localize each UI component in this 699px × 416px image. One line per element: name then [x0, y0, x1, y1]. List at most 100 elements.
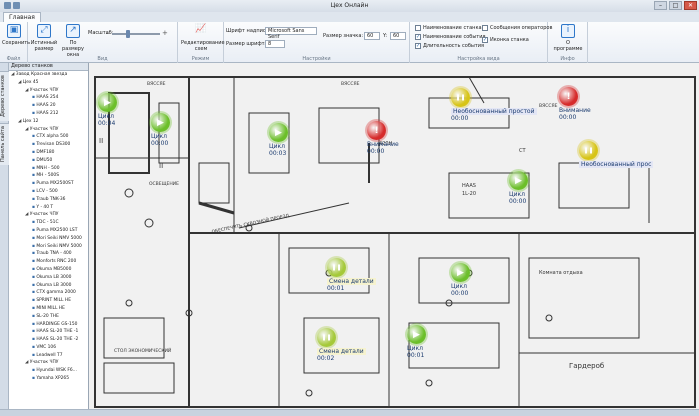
cycle-status-icon[interactable]: ▶ — [509, 171, 528, 190]
expand-arrow-icon: ◢ — [18, 79, 23, 85]
alarm-status-icon[interactable]: ! — [559, 87, 578, 106]
tree-machine-node[interactable]: ▪ MINI MILL HE — [9, 305, 88, 313]
scale-slider-thumb[interactable] — [126, 30, 130, 38]
checkbox-box[interactable] — [482, 25, 488, 31]
tree-machine-node[interactable]: ▪ Okuma LB 3000 — [9, 282, 88, 290]
checkbox-event-duration[interactable]: ✓Длительность события — [415, 43, 484, 49]
machine-icon: ▪ — [32, 266, 37, 272]
cycle-status-icon[interactable]: ▶ — [151, 113, 170, 132]
tree-machine-node[interactable]: ▪ Traub TNA - 400 — [9, 250, 88, 258]
tree-machine-node[interactable]: ▪ Mori Seiki NMV 5000 — [9, 243, 88, 251]
tree-group-node[interactable]: ◢ Цех 45 — [9, 79, 88, 87]
tree-machine-node[interactable]: ▪ MNH - 500 — [9, 165, 88, 173]
tree-machine-node[interactable]: ▪ HAAS 20 — [9, 102, 88, 110]
tree-machine-node[interactable]: ▪ Yamaha XP265 — [9, 375, 88, 383]
icon-y-input[interactable]: 60 — [390, 32, 406, 40]
pause-status-icon[interactable]: ❚❚ — [327, 258, 346, 277]
tree-node-label: MNH - 500 — [36, 165, 60, 171]
tree-machine-node[interactable]: ▪ MH - 500S — [9, 172, 88, 180]
tree-machine-node[interactable]: ▪ Traub TNK-36 — [9, 196, 88, 204]
zoom-in-icon[interactable]: + — [162, 29, 168, 37]
checkbox-event-name[interactable]: ✓Наименование события — [415, 34, 485, 40]
scale-slider[interactable] — [112, 33, 160, 35]
tree-machine-node[interactable]: ▪ CTX gamma 2000 — [9, 289, 88, 297]
tree-machine-node[interactable]: ▪ Trevisan DS300 — [9, 141, 88, 149]
tree-machine-node[interactable]: ▪ Okuma LB 3000 — [9, 274, 88, 282]
idle-status-icon[interactable]: ❚❚ — [579, 141, 598, 160]
cycle-status-icon[interactable]: ▶ — [98, 93, 117, 112]
cycle-status-icon[interactable]: ▶ — [451, 263, 470, 282]
tree-machine-node[interactable]: ▪ Y - 40 T — [9, 204, 88, 212]
checkbox-box[interactable]: ✓ — [415, 43, 421, 49]
qat-app-icon[interactable] — [4, 2, 11, 9]
machine-icon: ▪ — [32, 259, 37, 265]
machine-duration-label: 00:01 — [327, 285, 345, 292]
idle-status-icon[interactable]: ❚❚ — [451, 88, 470, 107]
checkbox-machine-name[interactable]: Наименование станка — [415, 25, 482, 31]
font-select[interactable]: Microsoft Sans Serif — [265, 27, 317, 40]
tree-machine-node[interactable]: ▪ SL-20 THE — [9, 313, 88, 321]
pause-status-icon[interactable]: ❚❚ — [317, 328, 336, 347]
checkbox-machine-icon[interactable]: ✓Иконка станка — [482, 37, 529, 43]
maximize-button[interactable]: □ — [669, 1, 682, 10]
machine-icon: ▪ — [32, 376, 37, 382]
tree-group-node[interactable]: ◢ Завод Красная звезда — [9, 71, 88, 79]
tree-group-node[interactable]: ◢ Участок ЧПУ — [9, 87, 88, 95]
icon-x-input[interactable]: 60 — [364, 32, 380, 40]
tree-machine-node[interactable]: ▪ LCV - 500 — [9, 188, 88, 196]
tree-group-node[interactable]: ◢ Цех 12 — [9, 118, 88, 126]
expand-arrow-icon: ◢ — [25, 360, 30, 366]
tree-machine-node[interactable]: ▪ Puma MX2500ST — [9, 180, 88, 188]
tree-machine-node[interactable]: ▪ HAAS SL-20 THE -1 — [9, 328, 88, 336]
tree-machine-node[interactable]: ▪ Okuma MB5000 — [9, 266, 88, 274]
cycle-status-icon[interactable]: ▶ — [269, 123, 288, 142]
tree-machine-node[interactable]: ▪ HAAS 212 — [9, 110, 88, 118]
save-button[interactable]: ▣ Сохранить — [2, 24, 30, 46]
ribbon-group-file: ▣ Сохранить Файл — [0, 22, 30, 63]
font-size-input[interactable]: 8 — [265, 40, 285, 48]
tree-node-label: Traub TNA - 400 — [36, 251, 72, 257]
tree-machine-node[interactable]: ▪ VMC 106 — [9, 344, 88, 352]
checkbox-operator-messages[interactable]: Сообщения операторов — [482, 25, 552, 31]
about-button[interactable]: i О программе — [551, 24, 585, 52]
tree-node-label: SL-20 THE — [36, 313, 59, 319]
alarm-status-icon[interactable]: ! — [367, 121, 386, 140]
tree-group-node[interactable]: ◢ Участок ЧПУ — [9, 211, 88, 219]
tree-machine-node[interactable]: ▪ Puma MX2500 LST — [9, 227, 88, 235]
close-button[interactable]: ✕ — [684, 1, 697, 10]
tree-machine-node[interactable]: ▪ TDC - 51C — [9, 219, 88, 227]
actual-size-button[interactable]: ⤢ Истинный размер — [30, 24, 58, 52]
tree-machine-node[interactable]: ▪ Monforts RNC 200 — [9, 258, 88, 266]
fit-window-button[interactable]: ↗ По размеру окна — [60, 24, 86, 58]
edit-plan-button[interactable]: 📈 Редактирование схем — [181, 24, 225, 52]
machine-icon: ▪ — [32, 220, 37, 226]
tree-group-node[interactable]: ◢ Участок ЧПУ — [9, 126, 88, 134]
checkbox-box[interactable]: ✓ — [482, 37, 488, 43]
floor-plan[interactable]: ВЯССЯЕ ВЯССЯЕ HAAS 1L-20 420Н СТ ВЯССЯЕ … — [89, 63, 699, 409]
tree-machine-node[interactable]: ▪ HAAS 254 — [9, 94, 88, 102]
tab-main[interactable]: Главная — [3, 12, 41, 22]
checkbox-box[interactable]: ✓ — [415, 34, 421, 40]
tree-group-node[interactable]: ◢ Участок ЧПУ — [9, 359, 88, 367]
tree-machine-node[interactable]: ▪ Leadwell T7 — [9, 352, 88, 360]
plan-label: II — [159, 162, 164, 170]
machine-icon: ▪ — [32, 103, 37, 109]
tree-machine-node[interactable]: ▪ Mori Seiki NMV 5000 — [9, 235, 88, 243]
tree-machine-node[interactable]: ▪ Hyundai WSK F6... — [9, 367, 88, 375]
tree-machine-node[interactable]: ▪ HARDINGE GS-150 — [9, 321, 88, 329]
side-tab-machine-tree[interactable]: Дерево станков — [0, 71, 9, 121]
tree-machine-node[interactable]: ▪ CTX alpha 500 — [9, 133, 88, 141]
tree-node-label: Puma MX2500ST — [36, 181, 74, 187]
minimize-button[interactable]: – — [654, 1, 667, 10]
cycle-status-icon[interactable]: ▶ — [407, 325, 426, 344]
tree-node-label: Hyundai WSK F6... — [36, 368, 77, 374]
tree-machine-node[interactable]: ▪ HAAS SL-20 THE -2 — [9, 336, 88, 344]
checkbox-box[interactable] — [415, 25, 421, 31]
tree-machine-node[interactable]: ▪ SPRINT MILL HE — [9, 297, 88, 305]
machine-event-label: Цикл — [407, 345, 424, 352]
tree-machine-node[interactable]: ▪ DMU50 — [9, 157, 88, 165]
tree-machine-node[interactable]: ▪ DMF180 — [9, 149, 88, 157]
qat-save-icon[interactable] — [13, 2, 20, 9]
zoom-out-icon[interactable]: – — [106, 29, 110, 37]
side-tab-site-panel[interactable]: Панель сайта — [0, 123, 9, 165]
